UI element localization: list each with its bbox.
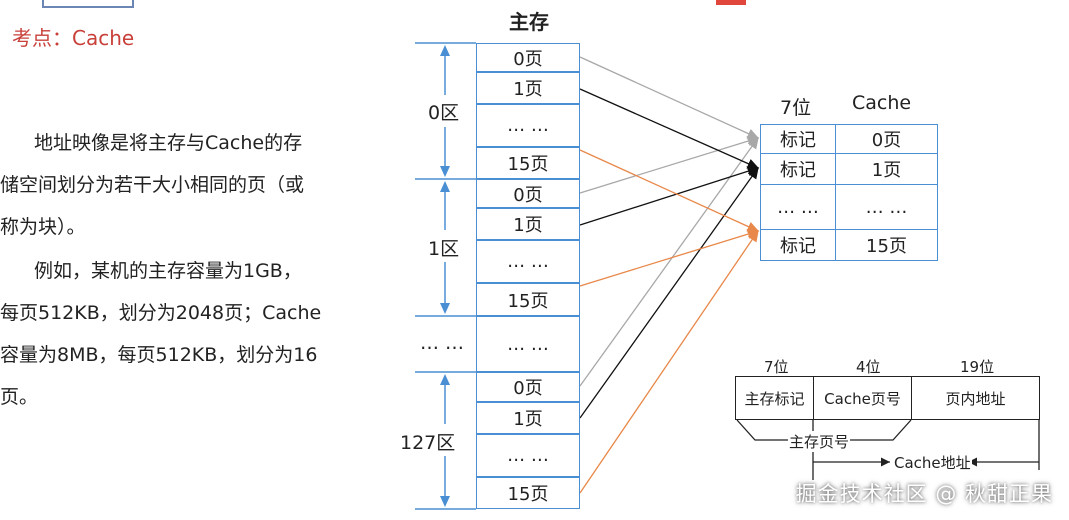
text-line: 每页512KB，划分为2048页；Cache [0,302,322,324]
text-line: 储空间划分为若干大小相同的页（或 [0,174,305,196]
memory-cell: 1页 [476,208,580,240]
main-page-no-label: 主存页号 [788,431,851,452]
field-main-tag: 主存标记 [735,376,814,420]
zone-label: 127区 [400,428,456,455]
memory-cell: … … [476,316,580,372]
text-line: 页。 [0,386,39,408]
cache-tag-cell: 标记 [760,229,836,261]
cache-tag-cell: 标记 [760,153,836,185]
watermark: 掘金技术社区 @ 秋甜正果 [795,482,1053,506]
text-line: 容量为8MB，每页512KB，划分为16 [0,344,318,366]
memory-cell: 15页 [476,147,580,179]
bits-label: 4位 [856,358,881,376]
cache-page-cell: 0页 [835,124,938,154]
memory-cell: 1页 [476,72,580,104]
explanation-paragraph-1: 地址映像是将主存与Cache的存 储空间划分为若干大小相同的页（或 称为块）。 [0,122,375,248]
memory-cell: 15页 [476,283,580,316]
zone-label: 1区 [428,234,460,261]
memory-cell: 15页 [476,477,580,509]
memory-cell: 0页 [476,43,580,72]
text-line: 称为块）。 [0,216,86,238]
memory-cell: … … [476,104,580,147]
bits-label: 7位 [764,358,789,376]
memory-cell: 0页 [476,372,580,402]
cache-tag-cell: 标记 [760,124,836,154]
top-frame [42,0,134,8]
cache-title: Cache [852,92,912,114]
zone-ticks [415,42,476,510]
explanation-paragraph-2: 例如，某机的主存容量为1GB， 每页512KB，划分为2048页；Cache 容… [0,250,375,418]
topic-label: 考点：Cache [12,26,135,50]
zone-arrows [440,45,450,507]
cache-page-cell: 15页 [835,229,938,261]
memory-cell: 0页 [476,179,580,208]
cache-tag-bits: 7位 [780,97,812,119]
field-cache-page: Cache页号 [813,376,912,420]
cache-page-cell: 1页 [835,153,938,185]
zone-label: 0区 [428,98,460,125]
memory-cell: 1页 [476,402,580,434]
zone-label: … … [420,332,465,354]
field-page-offset: 页内地址 [911,376,1040,420]
memory-cell: … … [476,434,580,477]
cache-address-label: Cache地址 [893,452,972,473]
red-marker [716,0,746,5]
text-line: 例如，某机的主存容量为1GB， [34,260,302,282]
memory-cell: … … [476,240,580,283]
text-line: 地址映像是将主存与Cache的存 [34,132,303,154]
main-memory-title: 主存 [509,10,549,34]
cache-tag-cell: … … [760,184,836,230]
cache-page-cell: … … [835,184,938,230]
bits-label: 19位 [960,358,995,376]
